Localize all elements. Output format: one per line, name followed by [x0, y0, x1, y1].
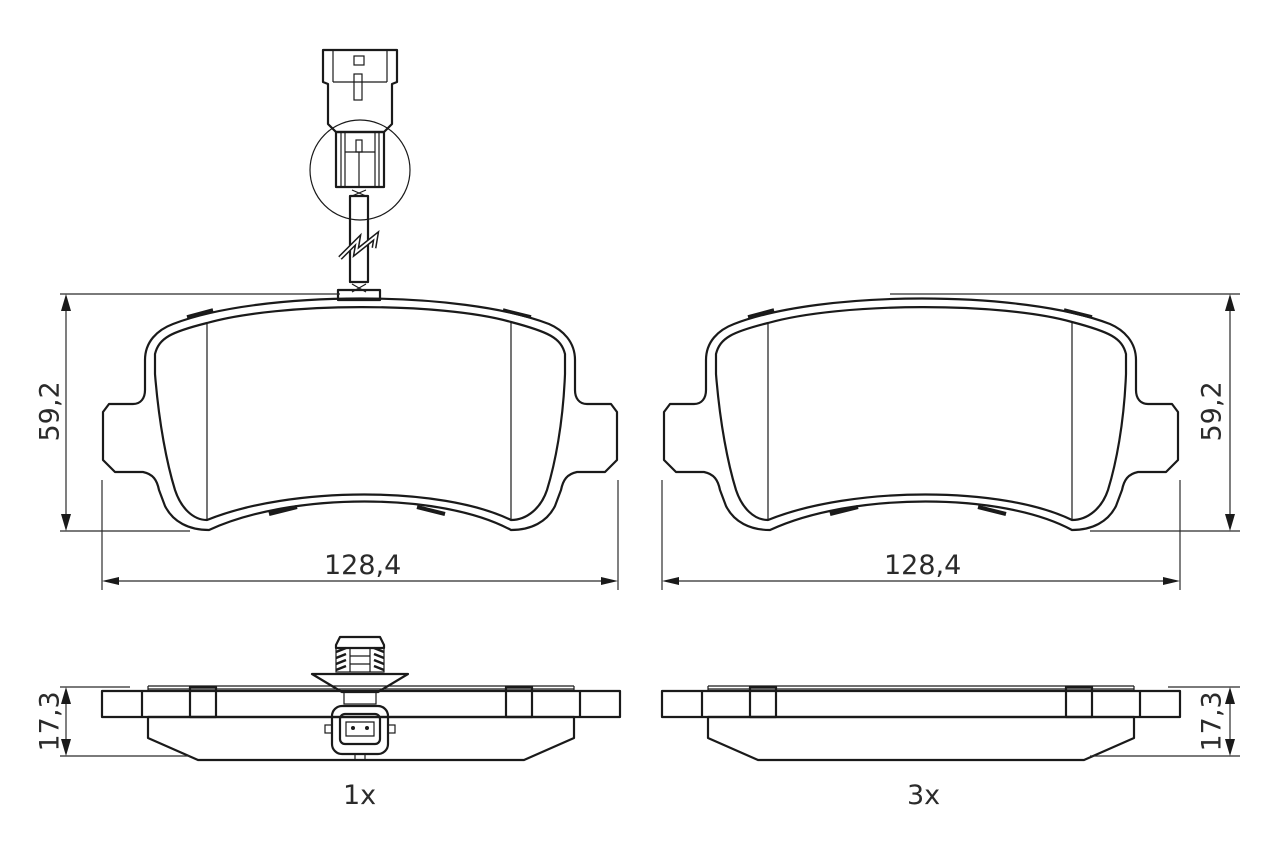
quantity-label-left: 1x — [343, 780, 377, 811]
thickness-label-right: 17,3 — [1196, 691, 1228, 752]
width-label-left: 128,4 — [324, 550, 402, 581]
dimension-height-left — [60, 293, 340, 532]
height-label-right: 59,2 — [1196, 381, 1228, 442]
dimension-height-right — [890, 293, 1240, 532]
side-view-pad-with-sensor — [100, 684, 622, 762]
dimension-width-left — [101, 480, 619, 590]
side-view-pad-plain — [660, 684, 1182, 762]
thickness-label-left: 17,3 — [34, 691, 66, 752]
sensor-connector-icon — [310, 635, 410, 761]
front-view-pad-plain — [662, 296, 1180, 532]
dimension-thickness-left — [60, 686, 190, 757]
quantity-label-right: 3x — [907, 780, 941, 811]
dimension-width-right — [661, 480, 1181, 590]
front-view-pad-with-sensor — [101, 296, 619, 532]
dimension-thickness-right — [1090, 686, 1240, 757]
width-label-right: 128,4 — [884, 550, 962, 581]
wear-sensor-icon — [309, 48, 411, 302]
height-label-left: 59,2 — [34, 381, 66, 442]
